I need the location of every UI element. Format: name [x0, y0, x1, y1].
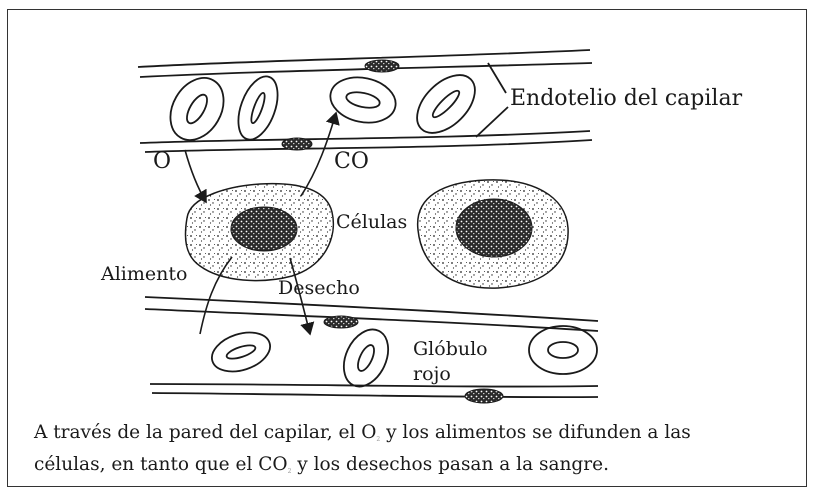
tissue-cell-left-nucleus	[231, 207, 297, 251]
cells-label: Células	[336, 211, 407, 233]
red-cell-1	[160, 68, 235, 149]
lower-capillary-top-wall	[145, 297, 598, 321]
co2-label: CO	[334, 149, 369, 174]
red-cell-4	[406, 64, 485, 143]
red-cell-7	[529, 326, 597, 374]
endothelial-nucleus-bottom	[465, 389, 503, 403]
co2-arrow	[301, 113, 336, 196]
tissue-cell-left	[185, 184, 333, 281]
lower-capillary-bottom-wall	[150, 384, 598, 387]
endothelial-nucleus-top	[365, 60, 399, 72]
tissue-cell-right	[418, 180, 568, 288]
red-cell-2	[231, 71, 286, 145]
red-cell-label-line1: Glóbulo	[413, 338, 488, 360]
red-cell-5	[207, 326, 275, 379]
endothelium-pointer-line	[488, 63, 506, 93]
endothelium-label: Endotelio del capilar	[510, 86, 742, 111]
waste-label: Desecho	[278, 277, 360, 299]
red-cell-label-line2: rojo	[413, 363, 451, 385]
tissue-cell-right-nucleus	[456, 199, 532, 257]
caption-line-1: A través de la pared del capilar, el O2 …	[34, 420, 804, 452]
red-cell-3	[326, 72, 400, 129]
endothelial-nucleus-lower	[324, 316, 358, 328]
food-label: Alimento	[101, 263, 187, 285]
figure-caption: A través de la pared del capilar, el O2 …	[34, 420, 804, 484]
red-cells-lower	[207, 322, 597, 393]
endothelial-nucleus-middle	[282, 138, 312, 150]
o2-arrow	[185, 150, 206, 202]
o2-label: O	[153, 149, 171, 174]
endothelium-pointer-line-lower	[476, 107, 508, 137]
red-cell-6	[335, 322, 397, 393]
lower-capillary-top-wall-inner	[145, 309, 598, 331]
lower-capillary-bottom-wall-inner	[152, 393, 598, 397]
caption-line-2: células, en tanto que el CO2 y los desec…	[34, 452, 804, 484]
